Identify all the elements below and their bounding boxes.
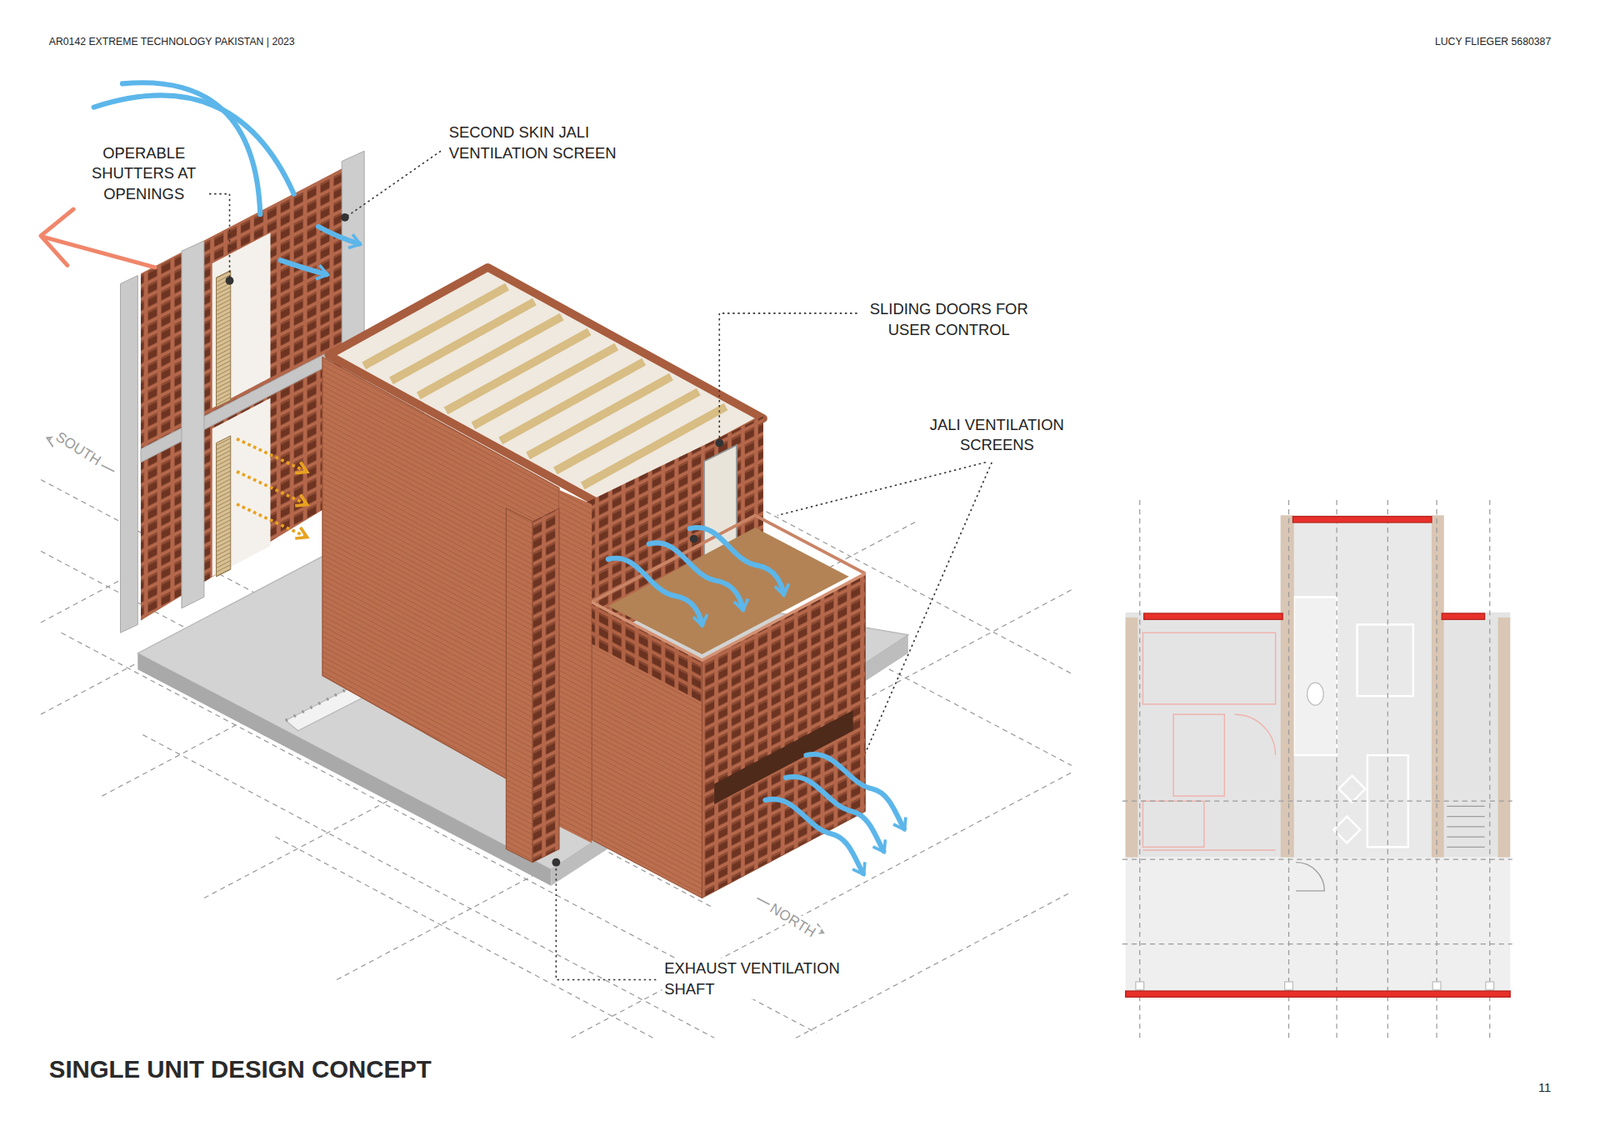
callout-label: SLIDING DOORS FOR USER CONTROL xyxy=(865,299,1033,340)
course-header: AR0142 EXTREME TECHNOLOGY PAKISTAN | 202… xyxy=(49,35,295,50)
compass-label: NORTH xyxy=(765,898,822,943)
author-header: LUCY FLIEGER 5680387 xyxy=(1435,35,1551,50)
page-title: SINGLE UNIT DESIGN CONCEPT xyxy=(49,1055,432,1084)
page-number: 11 xyxy=(1538,1080,1551,1097)
callout-label: OPERABLE SHUTTERS AT OPENINGS xyxy=(80,142,208,204)
compass-label: SOUTH xyxy=(50,426,107,470)
callout-label: EXHAUST VENTILATION SHAFT xyxy=(662,958,861,1000)
callout-label: JALI VENTILATION SCREENS xyxy=(918,414,1076,455)
callout-label: SECOND SKIN JALI VENTILATION SCREEN xyxy=(446,122,640,164)
